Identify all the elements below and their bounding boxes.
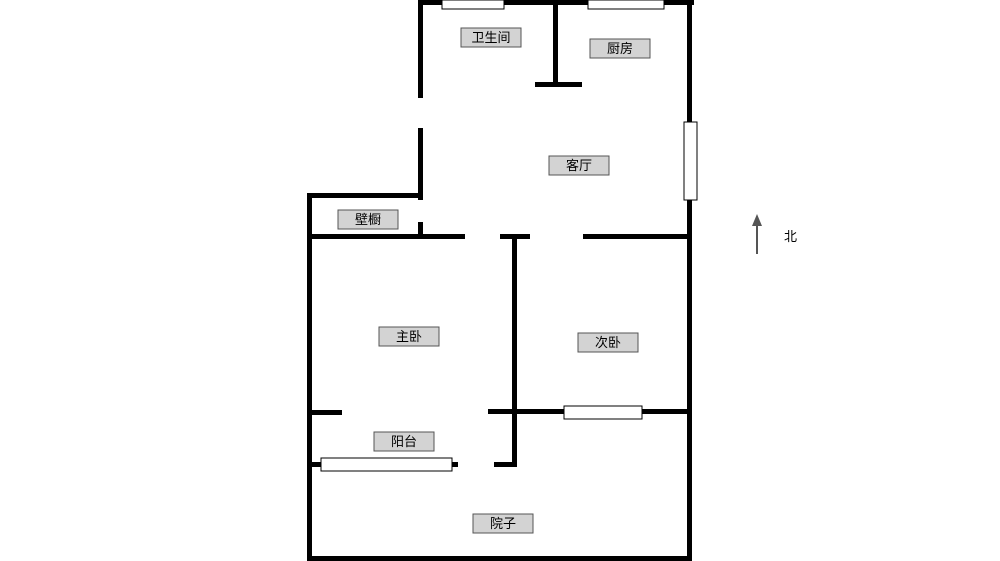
wall-right-upper: [687, 0, 692, 122]
wall-top-2: [504, 0, 588, 5]
window-living-room: [683, 121, 698, 201]
wall-mid-h-1: [307, 234, 465, 239]
window-bathroom: [441, 0, 505, 10]
window-kitchen: [587, 0, 665, 10]
walls: [307, 0, 694, 561]
wall-top-3: [664, 0, 694, 5]
room-label-balcony: 阳台: [373, 431, 435, 452]
wall-upper-left-mid: [418, 128, 423, 200]
wall-balcony-right: [452, 462, 458, 467]
wall-outer-left: [307, 193, 312, 561]
wall-upper-left-low: [418, 222, 423, 238]
wall-upper-left-top: [418, 0, 423, 98]
north-label: 北: [784, 230, 797, 245]
room-label-living-room: 客厅: [548, 155, 610, 176]
room-name-second-bedroom: 次卧: [595, 335, 621, 351]
windows: [320, 0, 698, 472]
wall-mid-h-3: [583, 234, 692, 239]
north-arrow-icon: [752, 214, 762, 226]
wall-master-bottom: [307, 410, 342, 415]
room-label-bathroom: 卫生间: [460, 27, 522, 48]
wall-divider-foot: [494, 462, 517, 467]
wall-balcony-left: [307, 462, 322, 467]
wall-second-bottom-1: [488, 409, 564, 414]
wall-right-lower: [687, 234, 692, 561]
wall-second-bottom-2: [642, 409, 692, 414]
room-name-balcony: 阳台: [391, 435, 417, 450]
wall-bottom: [307, 556, 692, 561]
room-name-closet: 壁橱: [355, 213, 381, 228]
wall-closet-top: [307, 193, 423, 198]
room-name-bathroom: 卫生间: [471, 31, 510, 46]
window-balcony: [320, 457, 453, 472]
room-name-courtyard: 院子: [490, 517, 516, 532]
room-label-master-bedroom: 主卧: [378, 326, 440, 347]
window-second-bedroom: [563, 405, 643, 420]
room-label-second-bedroom: 次卧: [577, 332, 639, 353]
compass: 北: [752, 214, 797, 254]
wall-right-mid: [687, 200, 692, 240]
wall-top-1: [418, 0, 442, 5]
room-label-courtyard: 院子: [472, 513, 534, 534]
room-name-kitchen: 厨房: [607, 41, 633, 57]
room-label-closet: 壁橱: [337, 209, 399, 230]
wall-bath-kitchen-foot: [535, 82, 582, 87]
wall-bath-kitchen: [553, 0, 558, 86]
wall-bedrooms-divider: [512, 234, 517, 467]
room-label-kitchen: 厨房: [589, 38, 651, 59]
room-name-master-bedroom: 主卧: [396, 330, 422, 345]
room-name-living-room: 客厅: [566, 158, 592, 174]
